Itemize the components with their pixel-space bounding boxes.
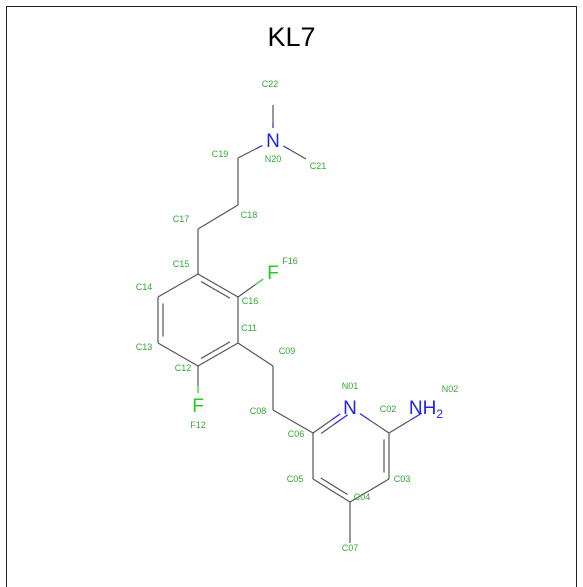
molecule-title: KL7: [267, 22, 316, 52]
bond-c13-c12-a: [157, 342, 179, 356]
atom-symbol-n01: N: [343, 398, 357, 419]
bond-c06-n01-b: [331, 413, 341, 421]
bond-c08-c06-a: [272, 409, 294, 423]
bond-c04-c05-inner-a: [333, 485, 348, 496]
atom-label-n20: N20: [265, 154, 282, 164]
bond-c04-c05-a: [331, 489, 351, 503]
atom-symbol-f16: F: [267, 263, 279, 284]
bond-c18-c17-a: [217, 204, 239, 218]
bond-c12-c11-inner-b: [215, 341, 231, 351]
atom-symbol-n20: N: [266, 131, 280, 152]
bond-c16-f16-a: [237, 284, 256, 298]
atom-label-c21: C21: [310, 161, 327, 171]
bond-c12-c11-a: [197, 353, 219, 367]
bond-c03-c04-b: [349, 489, 370, 503]
bond-c02-n02-b: [410, 412, 423, 421]
atom-symbol-n02: NH2: [409, 398, 443, 421]
bond-c04-c05-b: [312, 478, 332, 492]
atom-label-f12: F12: [190, 420, 206, 430]
atom-label-c02: C02: [380, 404, 397, 414]
bond-c11-c09-b: [255, 353, 274, 367]
atom-label-c17: C17: [173, 214, 190, 224]
bond-n20-c21-b: [289, 148, 307, 160]
bond-c13-c12-b: [177, 353, 199, 367]
atom-label-c03: C03: [394, 474, 411, 484]
bond-c15-c14-b: [157, 284, 179, 298]
atom-label-f16: F16: [282, 256, 298, 266]
atom-label-c22: C22: [262, 79, 279, 89]
atom-label-n01: N01: [342, 381, 359, 391]
bond-c02-n02-a: [388, 419, 411, 434]
bond-c15-c14-a: [177, 273, 199, 287]
atom-label-c13: C13: [136, 342, 153, 352]
bond-c18-c17-b: [197, 216, 219, 230]
bond-c06-n01-inner-a: [320, 423, 335, 434]
atom-label-c04: C04: [354, 492, 371, 502]
bond-c11-c09-a: [237, 342, 256, 356]
bond-c06-n01-inner-b: [334, 414, 349, 425]
atom-label-c09: C09: [279, 346, 296, 356]
bond-n01-c02-b: [369, 419, 390, 434]
atom-label-c05: C05: [287, 474, 304, 484]
bond-c15-c16-inner-a: [200, 281, 216, 291]
atom-symbol-f12: F: [192, 396, 204, 417]
bond-c16-f16-b: [255, 278, 264, 285]
bond-n01-c02-a: [359, 413, 370, 421]
atom-label-c14: C14: [136, 282, 153, 292]
bond-n20-c19-b: [237, 148, 256, 159]
bond-c15-c16-inner-b: [215, 289, 231, 299]
atom-label-c12: C12: [175, 363, 192, 373]
figure-frame: [6, 6, 577, 587]
atom-label-c11: C11: [241, 323, 257, 333]
atom-label-c19: C19: [212, 149, 229, 159]
bond-c03-c04-a: [369, 478, 390, 492]
bond-c15-c16-b: [217, 284, 239, 298]
bond-c06-n01-a: [312, 419, 332, 434]
bond-c12-c11-inner-a: [200, 349, 216, 359]
bond-c04-c05-inner-b: [320, 477, 335, 487]
atom-label-c07: C07: [342, 543, 359, 553]
bond-c15-c16-a: [197, 273, 219, 287]
bond-n20-c19-a: [255, 144, 263, 150]
bond-c08-c06-b: [292, 420, 314, 434]
bond-c12-c11-b: [217, 342, 239, 356]
atom-label-c15: C15: [173, 259, 190, 269]
atom-label-c06: C06: [288, 429, 305, 439]
atom-label-c16: C16: [242, 296, 259, 306]
bond-n20-c21-a: [283, 145, 290, 151]
atom-label-c08: C08: [250, 406, 267, 416]
atom-label-n02: N02: [442, 384, 459, 394]
atom-label-c18: C18: [241, 210, 258, 220]
